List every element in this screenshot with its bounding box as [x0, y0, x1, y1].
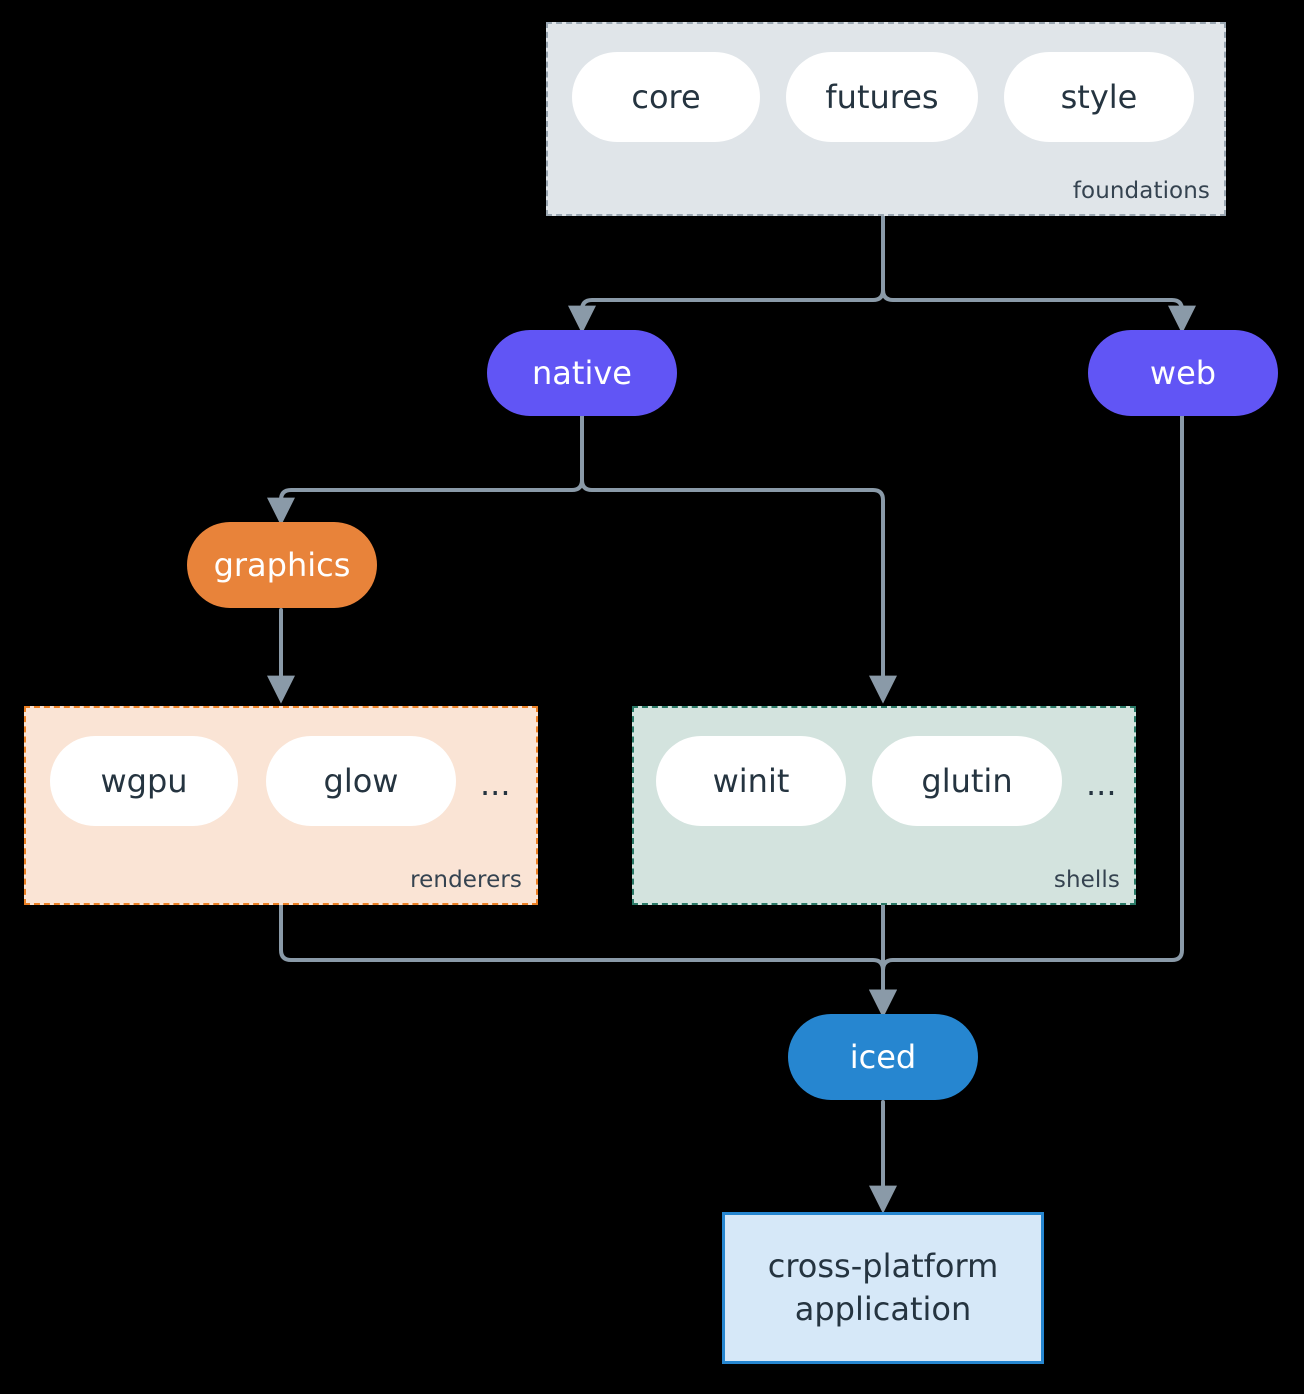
- node-iced-label: iced: [849, 1038, 917, 1076]
- node-glow[interactable]: glow: [266, 736, 456, 826]
- node-graphics-label: graphics: [213, 546, 351, 584]
- node-futures[interactable]: futures: [786, 52, 978, 142]
- node-application-line2: application: [794, 1290, 972, 1328]
- renderers-more-ellipsis: ...: [480, 765, 511, 803]
- cluster-foundations-label: foundations: [1072, 178, 1210, 204]
- node-application-line1: cross-platform: [767, 1246, 999, 1285]
- node-web[interactable]: web: [1088, 330, 1278, 416]
- edge-native-graphics: [267, 413, 584, 526]
- node-glutin-label: glutin: [921, 762, 1013, 800]
- node-wgpu[interactable]: wgpu: [50, 736, 238, 826]
- node-style-label: style: [1060, 78, 1138, 116]
- cluster-renderers-label: renderers: [410, 867, 522, 893]
- node-glutin[interactable]: glutin: [872, 736, 1062, 826]
- node-native[interactable]: native: [487, 330, 677, 416]
- node-wgpu-label: wgpu: [100, 762, 188, 800]
- node-web-label: web: [1149, 354, 1217, 392]
- edge-web-iced: [869, 413, 1184, 1018]
- node-core[interactable]: core: [572, 52, 760, 142]
- node-winit[interactable]: winit: [656, 736, 846, 826]
- node-core-label: core: [631, 78, 701, 116]
- shells-more-ellipsis: ...: [1086, 765, 1117, 803]
- node-glow-label: glow: [323, 762, 399, 800]
- edge-renderers-iced: [279, 903, 897, 1018]
- node-iced[interactable]: iced: [788, 1014, 978, 1100]
- edge-native-shells: [580, 413, 897, 704]
- node-winit-label: winit: [712, 762, 790, 800]
- node-application[interactable]: cross-platform application: [722, 1212, 1044, 1364]
- node-futures-label: futures: [825, 78, 939, 116]
- node-graphics[interactable]: graphics: [187, 522, 377, 608]
- cluster-shells-label: shells: [1053, 867, 1120, 893]
- node-native-label: native: [532, 354, 632, 392]
- edge-foundations-native: [568, 214, 885, 334]
- edge-foundations-web: [881, 214, 1196, 334]
- node-style[interactable]: style: [1004, 52, 1194, 142]
